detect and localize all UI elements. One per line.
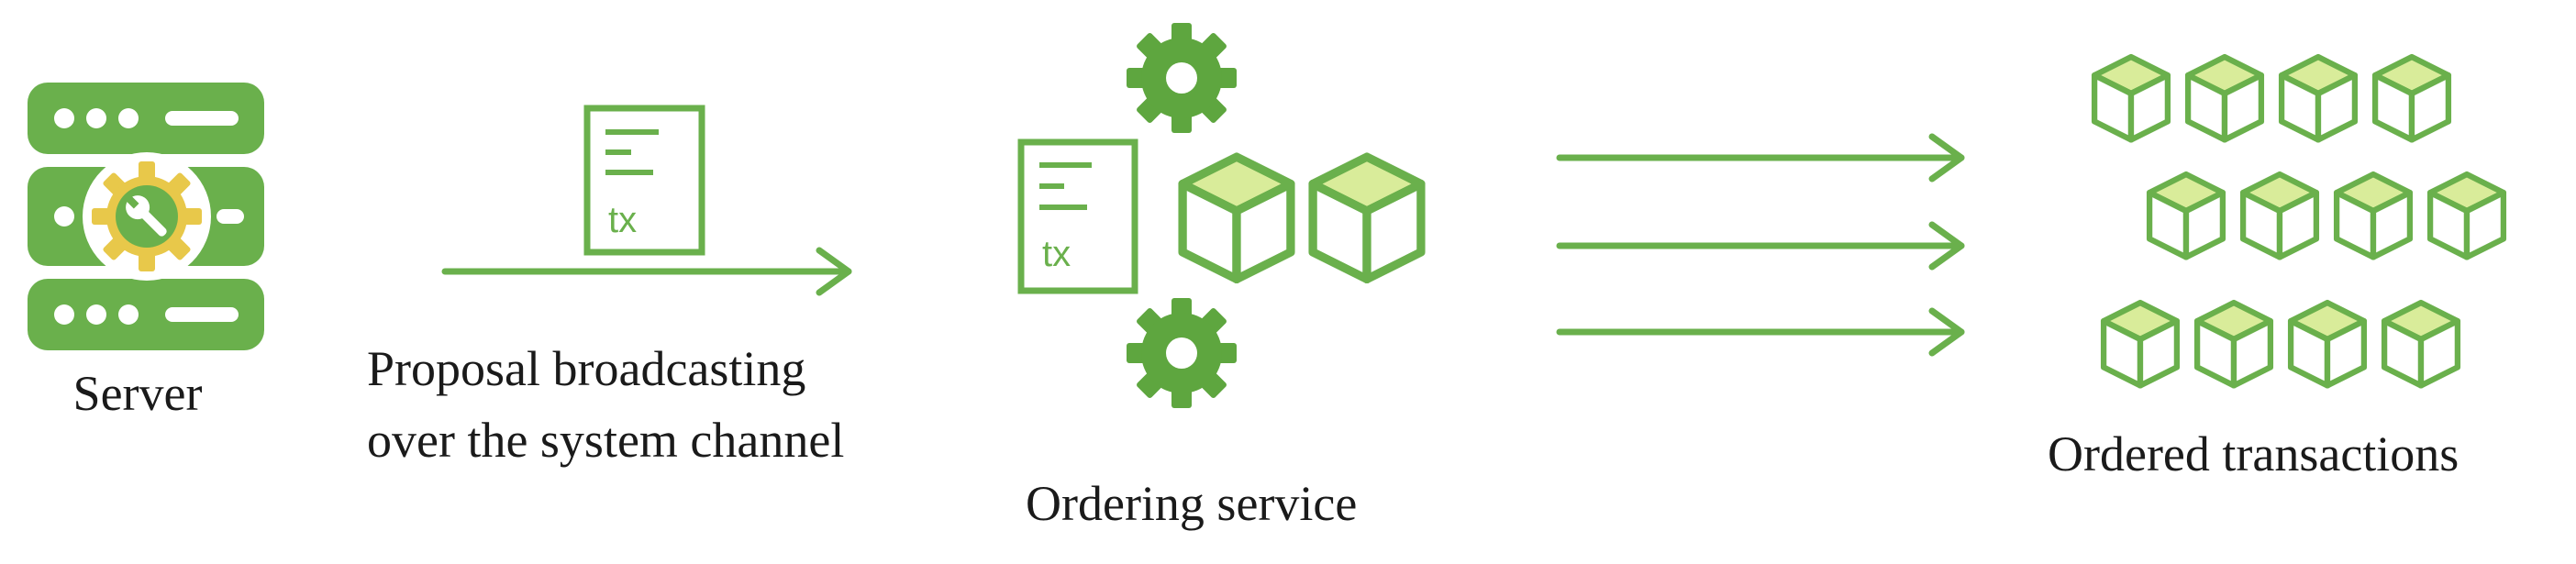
arrow-bottom xyxy=(1556,307,1965,357)
cube-icon xyxy=(2243,174,2316,257)
cube-icon xyxy=(2291,303,2364,385)
cube-icon xyxy=(2094,57,2168,139)
proposal-label-line1: Proposal broadcasting xyxy=(367,341,805,396)
server-label: Server xyxy=(73,366,203,421)
ordering-document-icon: tx xyxy=(1017,138,1138,294)
arrow-middle xyxy=(1556,221,1965,271)
cube-icon xyxy=(2188,57,2261,139)
cube-icon xyxy=(2104,303,2177,385)
cube-icon xyxy=(2430,174,2504,257)
ordered-label: Ordered transactions xyxy=(2048,426,2459,481)
cube-icon xyxy=(1313,157,1421,279)
arrow-top xyxy=(1556,133,1965,182)
cube-icon xyxy=(2197,303,2271,385)
proposal-arrow xyxy=(441,247,852,296)
document-icon: tx xyxy=(583,105,705,256)
cube-icon xyxy=(2282,57,2355,139)
ordered-arrows xyxy=(1556,133,1965,357)
cube-icon xyxy=(2384,303,2458,385)
ordering-tx-label: tx xyxy=(1042,234,1071,274)
wrench-icon xyxy=(124,194,167,237)
cube-icon xyxy=(2375,57,2448,139)
document-tx-label: tx xyxy=(608,200,637,240)
ordering-label: Ordering service xyxy=(1026,476,1357,531)
proposal-label-line2: over the system channel xyxy=(367,413,844,468)
gear-icon-top xyxy=(1127,23,1237,133)
server-icon xyxy=(28,83,264,350)
server-gear-icon xyxy=(83,152,211,281)
cube-icon xyxy=(1183,157,1291,279)
cube-icon xyxy=(2337,174,2410,257)
gear-icon-bottom xyxy=(1127,298,1237,408)
cube-icon xyxy=(2149,174,2223,257)
ordered-cube-grid xyxy=(2094,57,2504,385)
